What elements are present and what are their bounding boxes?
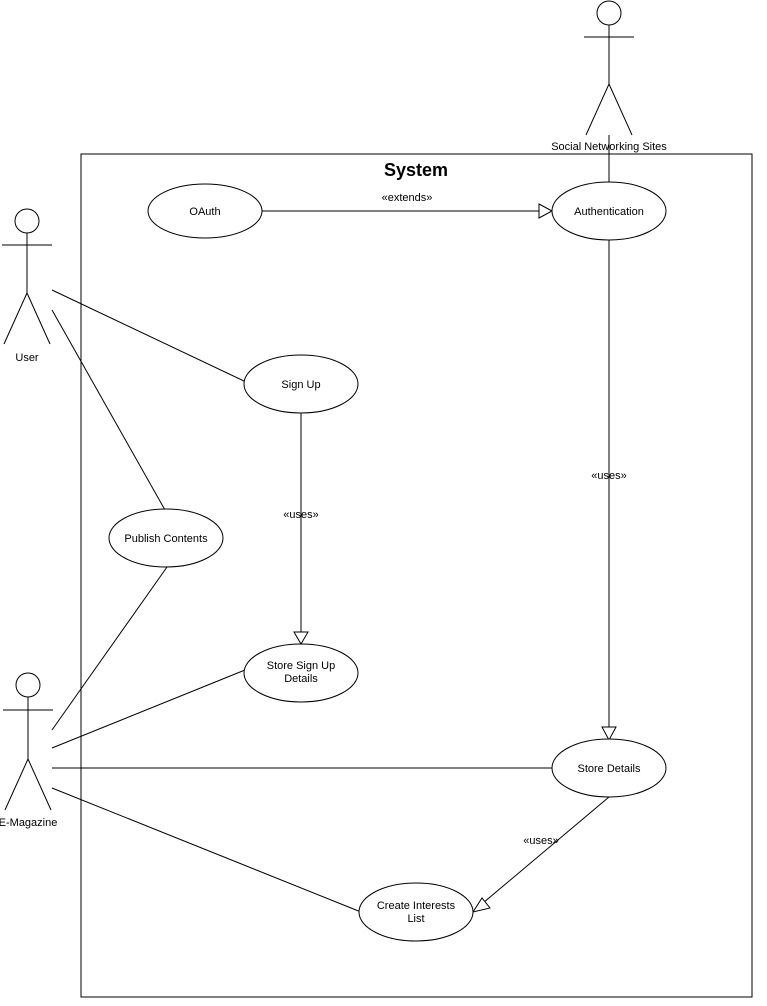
- extends-arrowhead: [538, 203, 554, 219]
- extends-label: «extends»: [382, 192, 433, 204]
- usecase-sign-up: Sign Up: [243, 354, 359, 414]
- uses-signup-label: «uses»: [283, 509, 318, 521]
- usecase-oauth: OAuth: [147, 183, 263, 239]
- svg-text:Sign Up: Sign Up: [281, 379, 320, 391]
- actor-head-icon: [15, 672, 41, 698]
- uses-store-arrowhead: [471, 897, 491, 913]
- usecase-create-interests-list: Create Interests List: [358, 882, 474, 942]
- system-title: System: [384, 160, 448, 180]
- actor-social-networking-sites: Social Networking Sites: [551, 0, 667, 153]
- actor-label: User: [15, 352, 39, 364]
- actor-label: Social Networking Sites: [551, 141, 667, 153]
- usecase-store-sign-up-details: Store Sign Up Details: [243, 643, 359, 703]
- svg-text:Details: Details: [284, 673, 318, 685]
- svg-text:Publish Contents: Publish Contents: [124, 533, 208, 545]
- assoc-emag-store-signup: [51, 669, 246, 749]
- actor-head-icon: [596, 0, 622, 26]
- svg-text:Authentication: Authentication: [574, 206, 644, 218]
- svg-text:OAuth: OAuth: [189, 206, 220, 218]
- system-boundary: [80, 153, 753, 998]
- actor-user: User: [2, 208, 52, 364]
- uses-store-arrow-line: [482, 796, 610, 904]
- svg-text:Store Details: Store Details: [578, 763, 641, 775]
- svg-text:Store Sign Up: Store Sign Up: [267, 660, 335, 672]
- usecase-publish-contents: Publish Contents: [108, 508, 224, 568]
- assoc-emag-publish: [51, 566, 168, 731]
- uses-auth-label: «uses»: [591, 470, 626, 482]
- actor-e-magazine: E-Magazine: [0, 672, 57, 829]
- actor-head-icon: [14, 208, 40, 234]
- assoc-user-publish: [51, 309, 166, 511]
- assoc-user-signup: [51, 289, 247, 383]
- uses-store-label: «uses»: [523, 835, 558, 847]
- svg-text:List: List: [407, 913, 424, 925]
- assoc-emag-interests: [51, 787, 362, 913]
- uses-auth-arrowhead: [601, 726, 617, 742]
- usecase-store-details: Store Details: [551, 738, 667, 798]
- actor-label: E-Magazine: [0, 817, 57, 829]
- svg-text:Create Interests: Create Interests: [377, 900, 456, 912]
- uses-signup-arrowhead: [293, 631, 309, 645]
- usecase-authentication: Authentication: [551, 181, 667, 241]
